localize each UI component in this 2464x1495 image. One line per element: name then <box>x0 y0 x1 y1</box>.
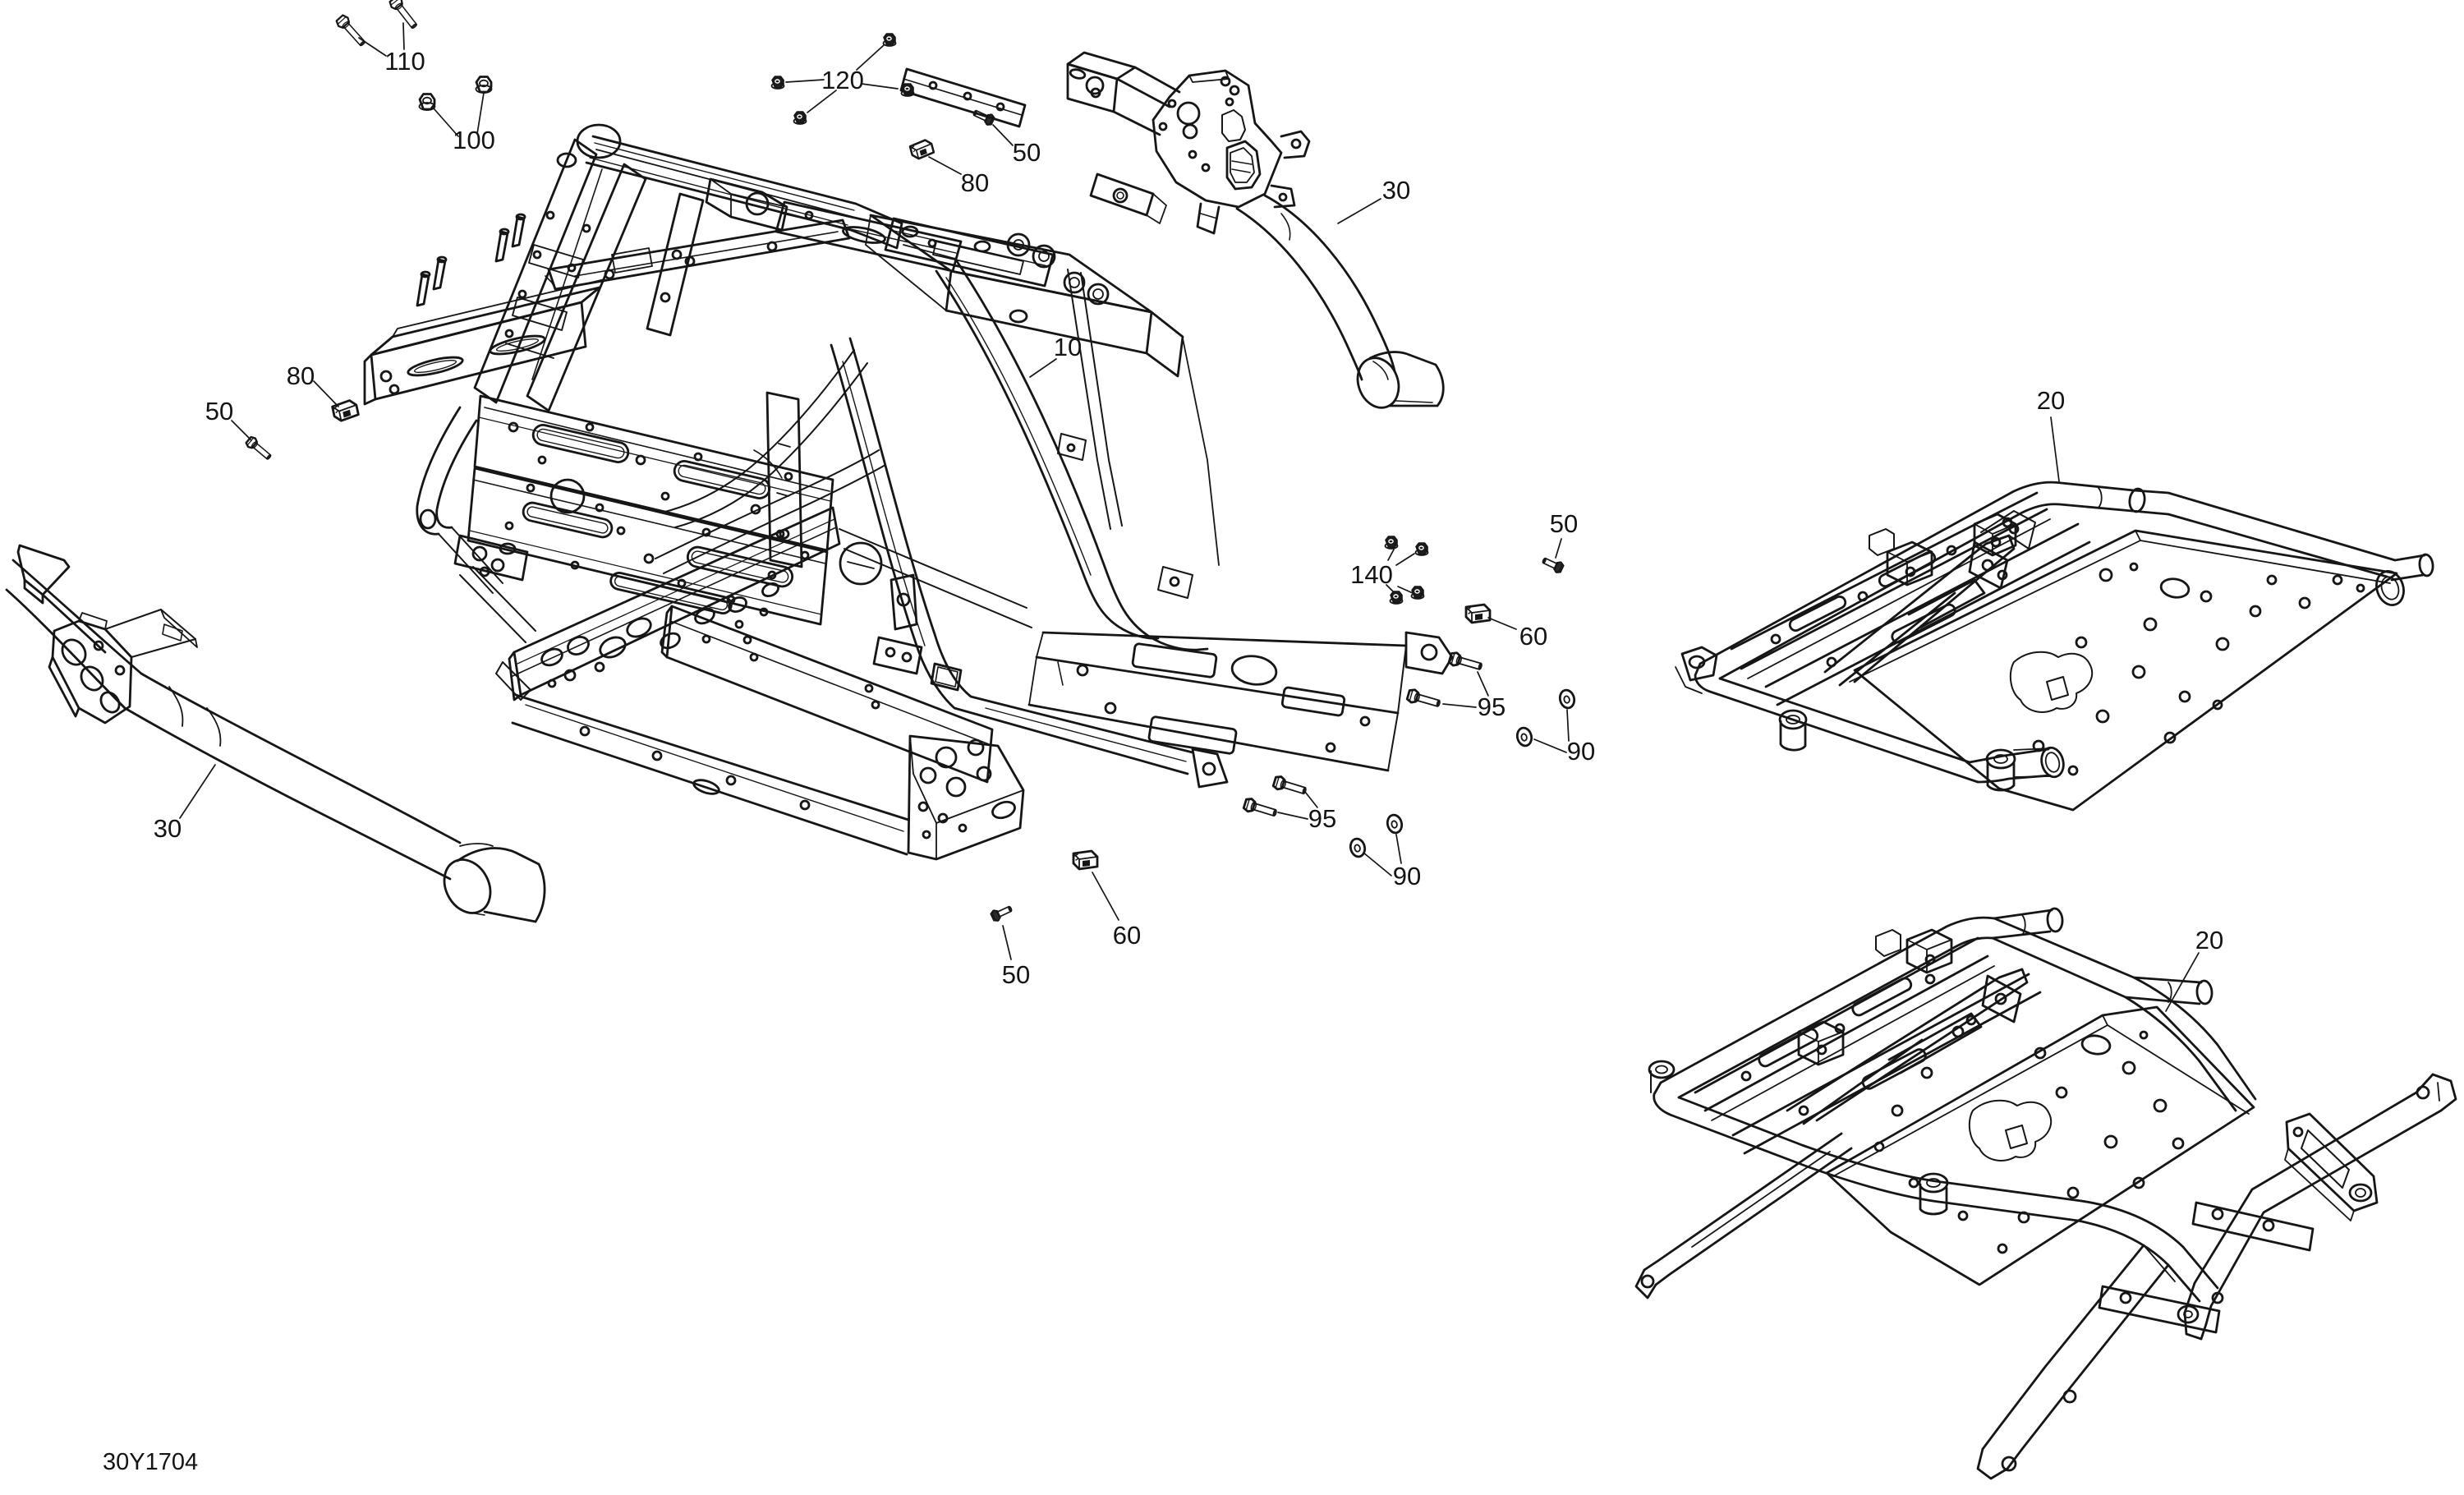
svg-text:50: 50 <box>1002 960 1030 989</box>
svg-text:30: 30 <box>154 814 182 843</box>
svg-text:90: 90 <box>1567 737 1595 766</box>
svg-text:100: 100 <box>453 126 495 154</box>
svg-text:60: 60 <box>1113 921 1141 950</box>
svg-text:60: 60 <box>1519 622 1547 651</box>
svg-text:95: 95 <box>1478 692 1506 721</box>
svg-text:140: 140 <box>1350 560 1393 589</box>
svg-text:95: 95 <box>1308 804 1336 833</box>
svg-text:80: 80 <box>287 361 315 390</box>
svg-text:50: 50 <box>205 397 233 426</box>
svg-text:30: 30 <box>1382 176 1410 205</box>
svg-text:20: 20 <box>2195 926 2223 954</box>
svg-text:20: 20 <box>2037 386 2065 415</box>
svg-text:50: 50 <box>1013 138 1041 167</box>
svg-text:80: 80 <box>961 168 989 197</box>
svg-text:30Y1704: 30Y1704 <box>103 1449 198 1475</box>
svg-text:120: 120 <box>821 66 864 94</box>
svg-text:110: 110 <box>384 47 425 76</box>
svg-text:90: 90 <box>1393 862 1421 890</box>
svg-text:50: 50 <box>1550 509 1578 538</box>
